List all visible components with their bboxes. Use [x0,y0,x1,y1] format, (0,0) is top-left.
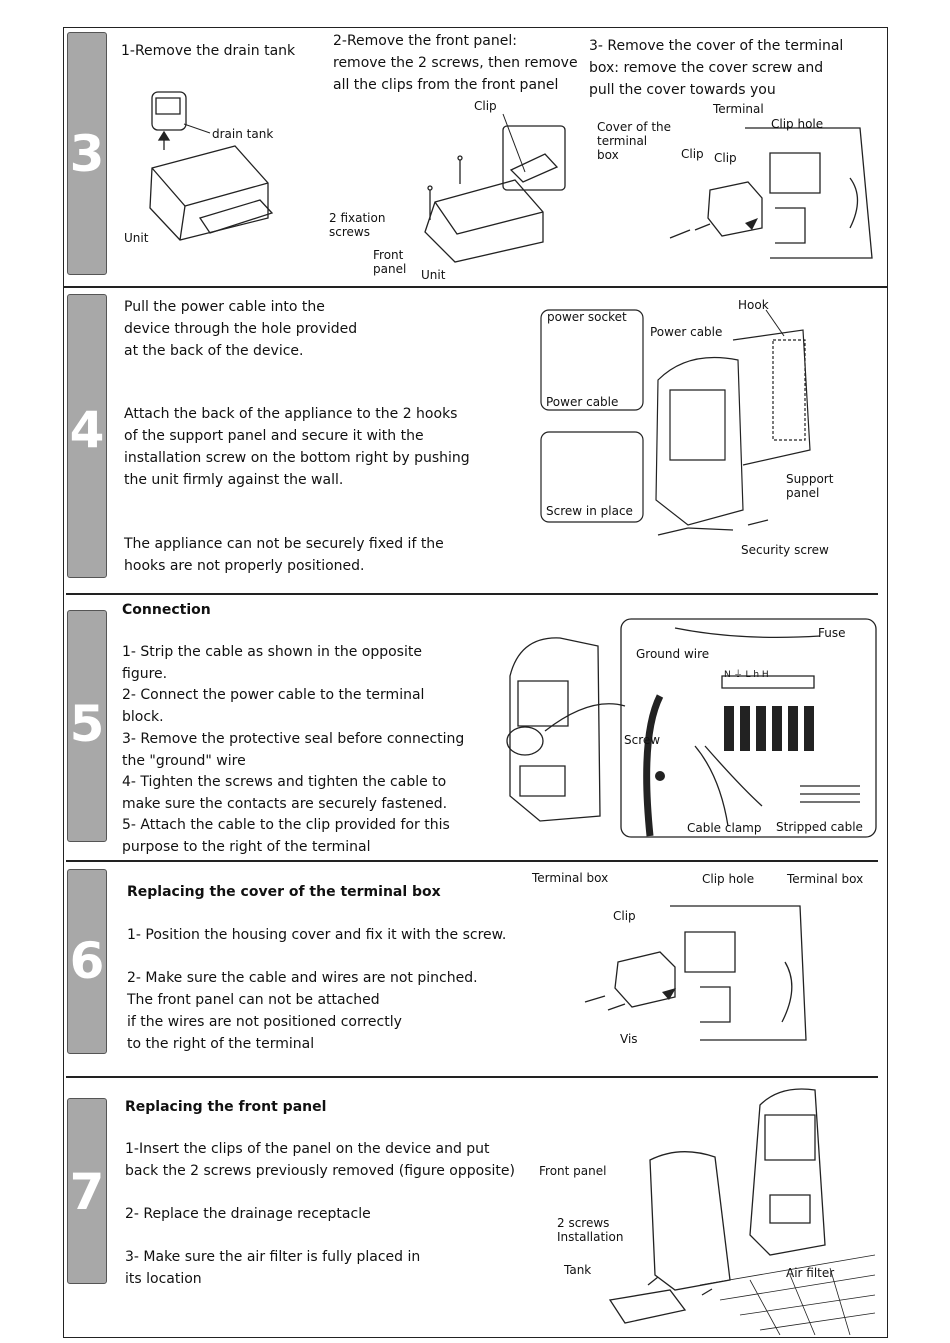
label-terminal-box-right: Terminal box [787,872,864,886]
label-power-socket: power socket [547,310,627,324]
label-tank: Tank [564,1263,592,1277]
label-terminals: N ⏚ L h H [724,670,769,680]
label-clip-6: Clip [613,909,636,923]
label-cable-clamp: Cable clamp [687,821,762,835]
label-front-panel-7: Front panel [539,1164,607,1178]
label-fixation-screws: 2 fixation screws [329,211,386,239]
step3-col2-text: 2-Remove the front panel: remove the 2 s… [333,33,578,93]
label-ground-wire: Ground wire [636,647,710,661]
divider-4-5 [66,593,878,595]
step5-item-2: 2- Connect the power cable to the termin… [122,687,425,725]
label-terminal-cover: Cover of the terminal box [597,120,672,162]
label-hook: Hook [738,298,769,312]
drain-tank-illustration [140,88,290,248]
label-2-screws: 2 screws Installation [557,1216,624,1244]
step3-col3-text: 3- Remove the cover of the terminal box:… [589,38,844,98]
step5-item-5: 5- Attach the cable to the clip provided… [122,817,450,855]
label-support-panel: Support panel [786,472,834,500]
step-4-tab: 4 [67,294,107,578]
label-air-filter: Air filter [786,1266,835,1280]
divider-5-6 [66,860,878,862]
label-clip-hole-6: Clip hole [702,872,755,886]
label-screw-in-place: Screw in place [546,504,633,518]
step6-para1: 1- Position the housing cover and fix it… [127,927,507,943]
label-front-panel: Front panel [373,248,407,276]
step-7-tab: 7 [67,1098,107,1284]
label-clip-1: Clip [681,147,704,161]
label-unit-2: Unit [421,268,446,282]
terminal-wiring-illustration [500,616,880,838]
label-power-cable: Power cable [650,325,723,339]
step5-heading: Connection [122,602,211,618]
step7-heading: Replacing the front panel [125,1099,327,1115]
label-screw: Screw [624,733,661,747]
step6-heading: Replacing the cover of the terminal box [127,884,441,900]
step3-frame [63,27,888,287]
support-panel-illustration [538,300,838,560]
step7-para2: 2- Replace the drainage receptacle [125,1206,371,1222]
divider-6-7 [66,1076,878,1078]
step4-para3: The appliance can not be securely fixed … [124,536,444,574]
step-5-tab: 5 [67,610,107,842]
step-6-tab: 6 [67,869,107,1054]
label-unit: Unit [124,231,149,245]
label-stripped-cable: Stripped cable [776,820,863,834]
front-panel-illustration [395,112,575,272]
step6-para2: 2- Make sure the cable and wires are not… [127,970,478,1052]
step5-item-4: 4- Tighten the screws and tighten the ca… [122,774,448,812]
step7-para1: 1-Insert the clips of the panel on the d… [125,1141,515,1179]
label-power-cable-inset: Power cable [546,395,619,409]
label-clip-2: Clip [714,151,737,165]
step-number: 4 [69,401,105,459]
step-number: 3 [69,125,105,183]
label-security-screw: Security screw [741,543,829,557]
step4-para2: Attach the back of the appliance to the … [124,406,470,488]
terminal-cover-illustration [650,118,880,268]
label-clip-hole: Clip hole [771,117,824,131]
label-terminal-box-left: Terminal box [532,871,609,885]
step3-col1-text: 1-Remove the drain tank [121,43,296,59]
step-3-tab: 3 [67,32,107,275]
label-clip: Clip [474,99,497,113]
label-drain-tank: drain tank [212,127,274,141]
label-vis: Vis [620,1032,638,1046]
step7-para3: 3- Make sure the air filter is fully pla… [125,1249,421,1287]
front-panel-replace-illustration [600,1085,875,1335]
step-number: 5 [69,695,105,753]
label-fuse: Fuse [818,626,846,640]
step4-para1: Pull the power cable into the device thr… [124,299,358,359]
terminal-box-illustration [570,892,820,1042]
label-terminal: Terminal [713,102,764,116]
step-number: 6 [69,932,105,990]
step-number: 7 [69,1163,105,1221]
step5-item-3: 3- Remove the protective seal before con… [122,731,465,769]
step5-item-1: 1- Strip the cable as shown in the oppos… [122,644,422,682]
steps4-7-frame [63,287,888,1338]
